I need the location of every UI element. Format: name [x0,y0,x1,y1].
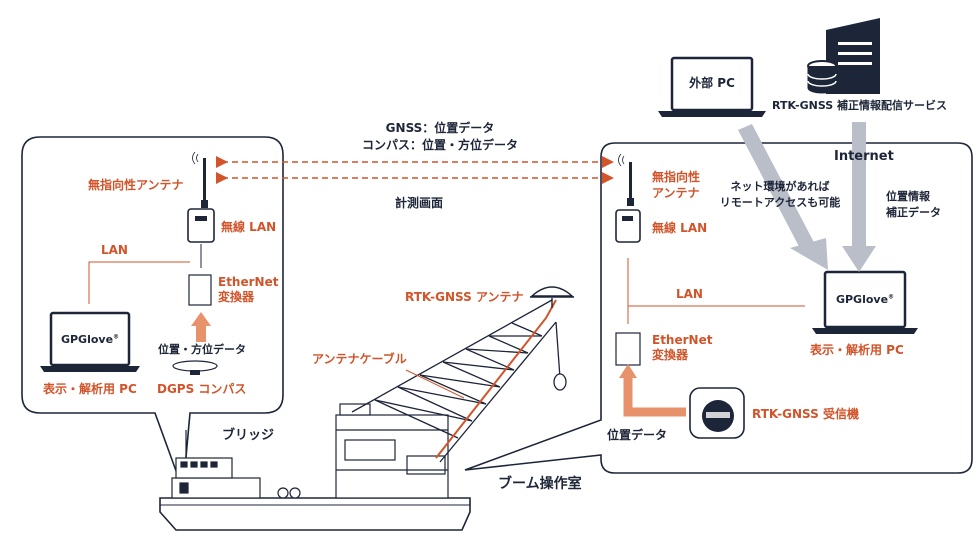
boom-laptop-icon [812,270,918,334]
bridge-app-logo: GPGlove® [60,333,120,346]
rtk-antenna-label: RTK-GNSS アンテナ [405,290,524,304]
dgps-compass-icon [172,360,218,375]
bridge-laptop-icon [40,311,140,372]
bridge-ethernet-converter-icon [188,274,212,306]
info-label-1: 位置情報 [886,190,930,203]
remote-access-label-2: リモートアクセスも可能 [719,196,841,209]
link-label-compass: コンパス：位置・方位データ [361,138,518,152]
boom-ethernet-label-1: EtherNet [652,333,713,347]
bridge-lan-label: LAN [101,243,128,257]
crane-structure [335,403,449,499]
bridge-wlan-label: 無線 LAN [221,220,277,234]
bridge-antenna-icon [192,151,208,208]
dgps-compass-label: DGPS コンパス [157,382,247,396]
boom-app-logo: GPGlove® [835,293,895,306]
correction-data-arrow [842,122,876,272]
rtk-receiver-label: RTK-GNSS 受信機 [752,407,859,421]
boom-ethernet-label-2: 変換器 [652,348,689,362]
external-laptop-icon [658,56,766,117]
antenna-cable-label: アンテナケーブル [312,352,407,366]
boom-pc-label: 表示・解析用 PC [810,343,904,357]
boom-wlan-label: 無線 LAN [652,221,708,235]
correction-service-label: RTK-GNSS 補正情報配信サービス [772,99,948,112]
bridge-antenna-label: 無指向性アンテナ [88,178,184,192]
bridge-lan-line [88,261,190,304]
crane-boom [351,299,567,463]
receiver-position-data-label: 位置データ [607,428,668,442]
remote-access-label-1: ネット環境があれば [730,180,830,193]
boom-antenna-label-2: アンテナ [652,186,700,200]
antenna-cable [435,299,557,459]
boom-panel-frame [464,142,973,474]
boom-wlan-icon [615,209,641,243]
info-label-2: 補正データ [886,206,941,219]
barge-hull [159,497,471,531]
correction-service-server-icon [807,18,880,94]
boom-lan-label: LAN [676,287,703,301]
boom-room-label: ブーム操作室 [498,476,582,492]
external-pc-label: 外部 PC [689,76,735,90]
bridge-position-data-label: 位置・方位データ [158,343,246,356]
bridge-structure [171,430,301,499]
bridge-label: ブリッジ [222,428,275,443]
receiver-data-arrow [619,364,686,417]
remote-access-arrow [738,124,828,270]
boom-antenna-label-1: 無指向性 [652,170,701,184]
bridge-ethernet-label-1: EtherNet [218,275,279,289]
measure-screen-label: 計測画面 [395,196,444,210]
bridge-ethernet-label-2: 変換器 [218,290,255,304]
bridge-wlan-icon [187,208,215,243]
link-label-gnss: GNSS：位置データ [385,121,495,135]
antenna-cable-leader [405,369,465,399]
boom-antenna-icon [618,153,634,206]
boom-ethernet-converter-icon [615,332,641,366]
rtk-receiver-icon [689,387,745,439]
bridge-pc-label: 表示・解析用 PC [43,382,137,396]
rtk-gnss-antenna-icon [530,286,574,308]
internet-label: Internet [834,149,894,164]
bridge-data-arrow [191,312,211,342]
